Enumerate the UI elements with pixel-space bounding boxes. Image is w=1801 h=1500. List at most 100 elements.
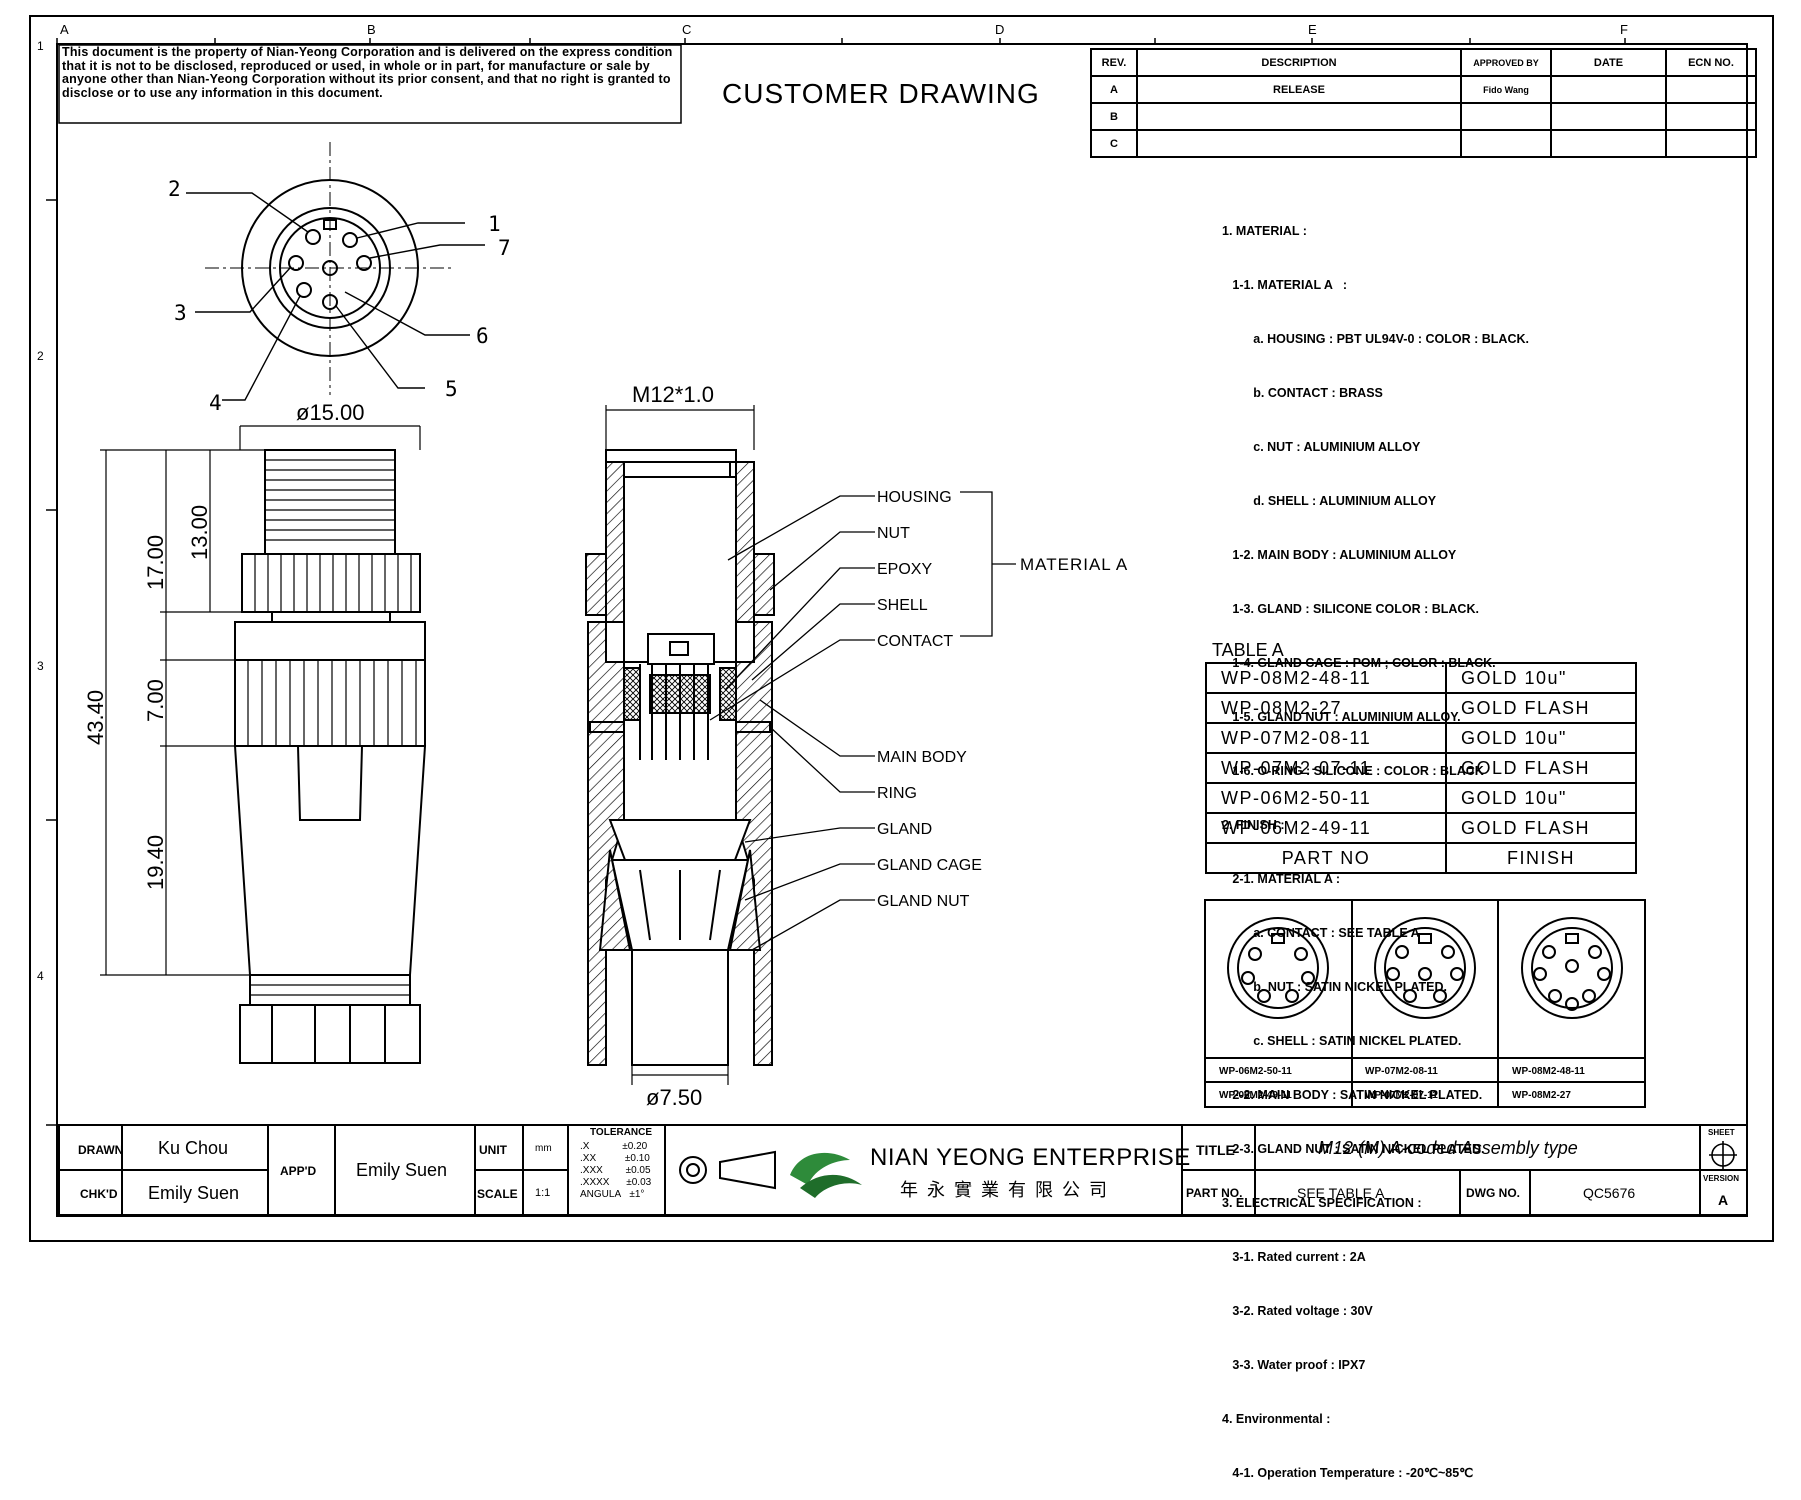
face-view bbox=[205, 142, 455, 395]
rev-header: DATE bbox=[1550, 48, 1667, 77]
variant-label: WP-06M2-50-11 bbox=[1219, 1066, 1292, 1077]
part-cell: WP-06M2-49-11 bbox=[1205, 812, 1447, 844]
table-row: WP-08M2-27 GOLD FLASH bbox=[1205, 692, 1637, 724]
tol-val: ±1° bbox=[629, 1189, 645, 1200]
pin-number: 3 bbox=[174, 301, 187, 325]
rev-cell: A bbox=[1090, 75, 1138, 104]
dwg-no-label: DWG NO. bbox=[1466, 1186, 1520, 1200]
unit-label: UNIT bbox=[479, 1143, 507, 1157]
part-cell: WP-08M2-48-11 bbox=[1205, 662, 1447, 694]
rev-cell: RELEASE bbox=[1136, 75, 1462, 104]
note-line: a. HOUSING : PBT UL94V-0 : COLOR : BLACK… bbox=[1222, 332, 1529, 346]
appd-label: APP'D bbox=[280, 1164, 317, 1178]
callout-epoxy: EPOXY bbox=[877, 561, 932, 578]
dim-thread: M12*1.0 bbox=[632, 382, 714, 407]
finish-cell: GOLD 10u" bbox=[1445, 782, 1637, 814]
variant-label: WP-08M2-27 bbox=[1512, 1090, 1571, 1101]
tol-key: ANGULA bbox=[580, 1189, 621, 1200]
rev-cell bbox=[1665, 102, 1757, 131]
table-row: WP-07M2-08-11 GOLD 10u" bbox=[1205, 722, 1637, 754]
pin-number: 1 bbox=[488, 212, 501, 236]
table-row: WP-06M2-49-11 GOLD FLASH bbox=[1205, 812, 1637, 844]
part-cell: WP-08M2-27 bbox=[1205, 692, 1447, 724]
finish-cell: GOLD 10u" bbox=[1445, 662, 1637, 694]
drawing-title: M12 (M) A-coded Assembly type bbox=[1318, 1138, 1578, 1158]
rev-cell: Fido Wang bbox=[1460, 75, 1552, 104]
rev-cell bbox=[1550, 102, 1667, 131]
table-footer-row: PART NO FINISH bbox=[1205, 842, 1637, 874]
tol-key: .XXX bbox=[580, 1165, 603, 1176]
border-number: 2 bbox=[37, 349, 44, 363]
tol-val: ±0.20 bbox=[622, 1141, 648, 1152]
variant-label: WP-08M2-48-11 bbox=[1512, 1066, 1585, 1077]
tolerance-title: TOLERANCE bbox=[590, 1127, 653, 1138]
note-line: 1-3. GLAND : SILICONE COLOR : BLACK. bbox=[1222, 602, 1479, 616]
part-cell: WP-06M2-50-11 bbox=[1205, 782, 1447, 814]
material-group-label: MATERIAL A bbox=[1020, 555, 1128, 574]
scale-label: SCALE bbox=[477, 1187, 518, 1201]
side-view bbox=[233, 449, 427, 1064]
border-number: 4 bbox=[37, 969, 44, 983]
border-letter: E bbox=[1308, 22, 1317, 37]
border-letter: B bbox=[367, 22, 376, 37]
rev-cell: C bbox=[1090, 129, 1138, 158]
revision-table: REV. DESCRIPTION APPROVED BY DATE ECN NO… bbox=[1090, 48, 1757, 158]
callout-gland-cage: GLAND CAGE bbox=[877, 857, 982, 874]
pin-leaders bbox=[186, 192, 485, 401]
version-label: VERSION bbox=[1703, 1174, 1740, 1183]
note-line: 4. Environmental : bbox=[1222, 1412, 1331, 1426]
dim-17: 17.00 bbox=[143, 535, 168, 590]
part-header: PART NO bbox=[1205, 842, 1447, 874]
drawing-heading: CUSTOMER DRAWING bbox=[722, 78, 1040, 109]
callout-shell: SHELL bbox=[877, 597, 928, 614]
pin-number: 5 bbox=[445, 377, 458, 401]
dim-13: 13.00 bbox=[187, 505, 212, 560]
border-number: 1 bbox=[37, 39, 44, 53]
finish-cell: GOLD FLASH bbox=[1445, 752, 1637, 784]
part-cell: WP-07M2-08-11 bbox=[1205, 722, 1447, 754]
note-line: a. CONTACT : SEE TABLE A bbox=[1222, 926, 1420, 940]
chkd-value: Emily Suen bbox=[148, 1183, 240, 1203]
note-line: b. CONTACT : BRASS bbox=[1222, 386, 1383, 400]
table-row: WP-06M2-50-11 GOLD 10u" bbox=[1205, 782, 1637, 814]
tol-key: .XX bbox=[580, 1153, 597, 1164]
pin-variants-box bbox=[1204, 899, 1646, 1108]
part-no-label: PART NO. bbox=[1186, 1186, 1243, 1200]
rev-cell bbox=[1460, 102, 1552, 131]
company-logo bbox=[790, 1152, 862, 1198]
finish-cell: GOLD FLASH bbox=[1445, 692, 1637, 724]
note-line: c. SHELL : SATIN NICKEL PLATED. bbox=[1222, 1034, 1462, 1048]
rev-cell bbox=[1665, 75, 1757, 104]
note-line: 1-2. MAIN BODY : ALUMINIUM ALLOY bbox=[1222, 548, 1457, 562]
title-label: TITLE bbox=[1196, 1142, 1235, 1158]
rev-cell bbox=[1136, 102, 1462, 131]
dwg-no-value: QC5676 bbox=[1583, 1185, 1636, 1201]
tol-val: ±0.03 bbox=[626, 1177, 652, 1188]
rev-cell bbox=[1550, 129, 1667, 158]
dim-diameter-bottom: ø7.50 bbox=[646, 1085, 702, 1110]
sheet-label: SHEET bbox=[1708, 1128, 1735, 1137]
pin-number: 2 bbox=[168, 177, 181, 201]
border-letter: C bbox=[682, 22, 691, 37]
company-name-chinese: 年 永 實 業 有 限 公 司 bbox=[900, 1180, 1110, 1200]
border-letter: F bbox=[1620, 22, 1628, 37]
projection-symbol bbox=[679, 1150, 776, 1190]
sheet-symbol bbox=[1709, 1141, 1737, 1169]
side-dimension-lines bbox=[100, 425, 421, 976]
rev-cell bbox=[1550, 75, 1667, 104]
variant-label: WP-07M2-08-11 bbox=[1365, 1066, 1438, 1077]
pin-number: 4 bbox=[209, 391, 222, 415]
rev-header: APPROVED BY bbox=[1460, 48, 1552, 77]
section-dimension-lines bbox=[605, 405, 755, 1085]
note-line: 3-2. Rated voltage : 30V bbox=[1222, 1304, 1373, 1318]
drawn-label: DRAWN bbox=[78, 1143, 124, 1157]
tol-key: .XXXX bbox=[580, 1177, 610, 1188]
callout-gland-nut: GLAND NUT bbox=[877, 893, 970, 910]
rev-cell bbox=[1136, 129, 1462, 158]
ownership-notice: This document is the property of Nian-Ye… bbox=[62, 45, 673, 100]
drawing-canvas: A B C D E F 1 2 3 4 1 2 3 4 5 6 7 bbox=[29, 15, 1774, 1242]
note-line: c. NUT : ALUMINIUM ALLOY bbox=[1222, 440, 1421, 454]
callout-contact: CONTACT bbox=[877, 633, 953, 650]
notice-box bbox=[58, 44, 682, 124]
tol-key: .X bbox=[580, 1141, 590, 1152]
